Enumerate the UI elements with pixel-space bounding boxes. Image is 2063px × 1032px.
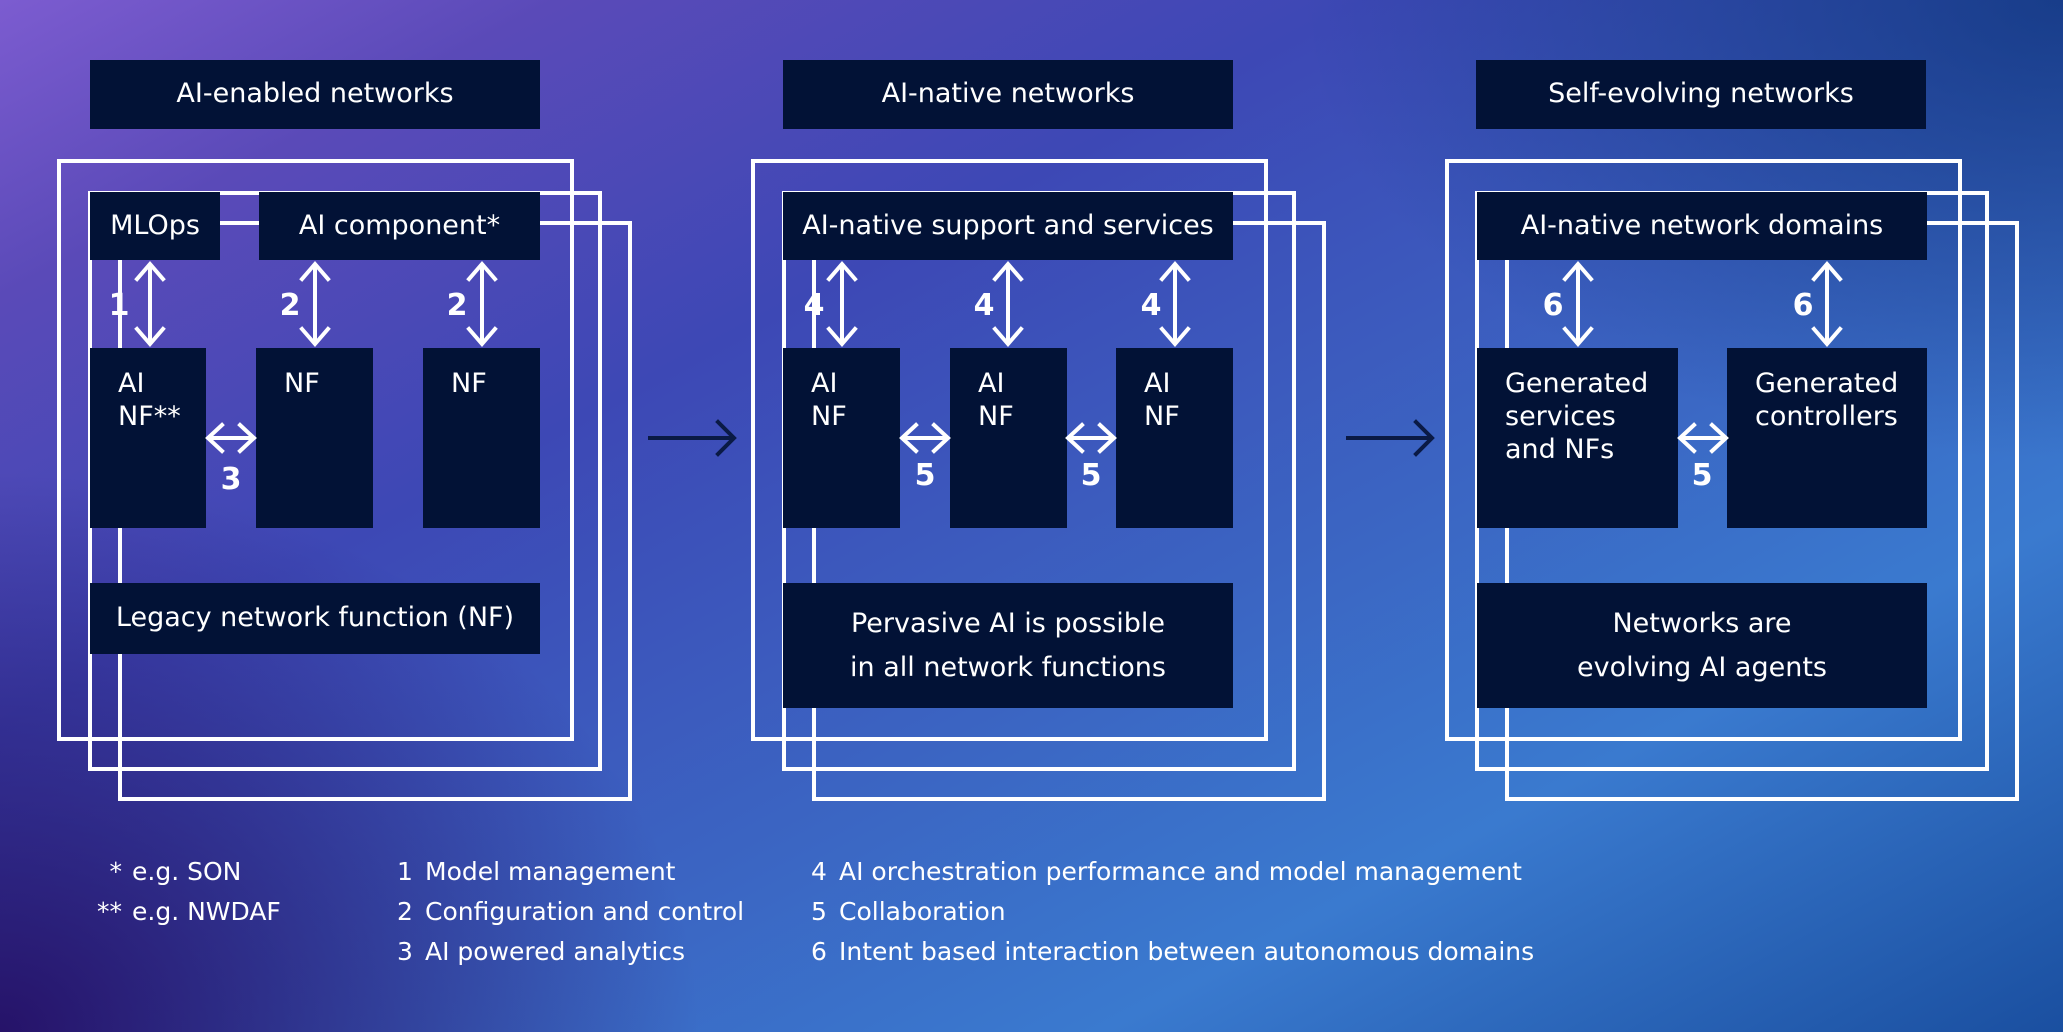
right-arrow-icon — [648, 419, 737, 457]
generated-services-box: Generated services and NFs — [1477, 348, 1678, 528]
interaction-number: 4 — [803, 288, 825, 323]
interaction-number: 4 — [1140, 288, 1162, 323]
mlops-box: MLOps — [90, 192, 220, 260]
interaction-number: 1 — [108, 288, 130, 323]
legend-item: *e.g. SON — [109, 857, 242, 886]
stage-title: Self-evolving networks — [1476, 60, 1926, 129]
double-arrow-icon — [826, 260, 858, 348]
interaction-number: 4 — [973, 288, 995, 323]
double-arrow-icon — [1677, 422, 1729, 454]
interaction-number: 5 — [1691, 458, 1713, 493]
ai-nf-box: AI NF — [1116, 348, 1233, 528]
interaction-number: 3 — [220, 462, 242, 497]
legacy-nf-box: Legacy network function (NF) — [90, 583, 540, 654]
double-arrow-icon — [466, 260, 498, 348]
interaction-number: 2 — [446, 288, 468, 323]
stack-frame-front — [1445, 159, 1962, 741]
interaction-number: 5 — [914, 458, 936, 493]
ai-nf-box: AI NF** — [90, 348, 206, 528]
legend-footnotes: *e.g. SON **e.g. NWDAF — [92, 852, 281, 932]
interaction-number: 2 — [279, 288, 301, 323]
nf-box: NF — [256, 348, 373, 528]
double-arrow-icon — [899, 422, 951, 454]
double-arrow-icon — [205, 422, 257, 454]
double-arrow-icon — [1562, 260, 1594, 348]
ai-component-box: AI component* — [259, 192, 540, 260]
ai-native-domains-box: AI-native network domains — [1477, 192, 1927, 260]
double-arrow-icon — [1811, 260, 1843, 348]
double-arrow-icon — [299, 260, 331, 348]
double-arrow-icon — [1159, 260, 1191, 348]
double-arrow-icon — [134, 260, 166, 348]
ai-nf-box: AI NF — [950, 348, 1067, 528]
interaction-number: 5 — [1080, 458, 1102, 493]
interaction-number: 6 — [1792, 288, 1814, 323]
stage-title: AI-native networks — [783, 60, 1233, 129]
double-arrow-icon — [992, 260, 1024, 348]
pervasive-ai-box: Pervasive AI is possible in all network … — [783, 583, 1233, 708]
ai-nf-box: AI NF — [783, 348, 900, 528]
right-arrow-icon — [1346, 419, 1435, 457]
generated-controllers-box: Generated controllers — [1727, 348, 1927, 528]
stage-title: AI-enabled networks — [90, 60, 540, 129]
legend-item: **e.g. NWDAF — [97, 897, 281, 926]
double-arrow-icon — [1065, 422, 1117, 454]
nf-box: NF — [423, 348, 540, 528]
evolving-agents-box: Networks are evolving AI agents — [1477, 583, 1927, 708]
interaction-number: 6 — [1542, 288, 1564, 323]
ai-native-support-box: AI-native support and services — [783, 192, 1233, 260]
stack-frame-front — [57, 159, 574, 741]
stack-frame-front — [751, 159, 1268, 741]
